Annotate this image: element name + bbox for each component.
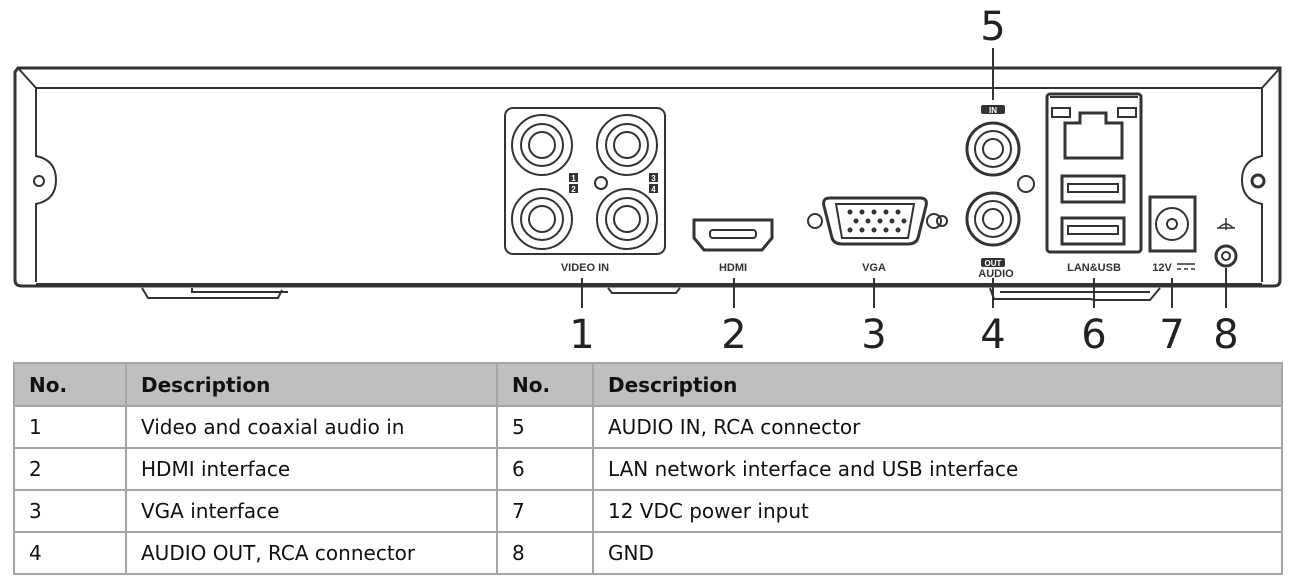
bnc-connector-3	[596, 114, 658, 176]
video-in-bnc-block	[504, 107, 666, 255]
bnc-tag-3: 3	[651, 174, 656, 183]
rj45-port	[1051, 107, 1137, 160]
header-description-left: Description	[125, 362, 498, 407]
vga-label: VGA	[862, 262, 886, 274]
table-header-row: No. Description No. Description	[13, 362, 1283, 407]
row-no: 2	[13, 447, 127, 491]
row-no: 5	[496, 405, 594, 449]
row-no: 8	[496, 531, 594, 575]
audio-out-rca	[965, 191, 1021, 247]
callout-5: 5	[980, 4, 1005, 50]
usb-port-1	[1060, 174, 1126, 204]
header-no-right: No.	[496, 362, 594, 407]
header-description-right: Description	[592, 362, 1283, 407]
video-in-label: VIDEO IN	[561, 262, 609, 274]
row-description: HDMI interface	[125, 447, 498, 491]
audio-in-rca	[965, 121, 1021, 177]
lan-usb-block	[1045, 92, 1143, 254]
bnc-connector-1	[511, 114, 573, 176]
left-foot	[141, 287, 288, 299]
right-screw-hole	[1250, 173, 1266, 189]
ground-icon	[1217, 218, 1235, 230]
callout-2: 2	[721, 312, 746, 358]
hdmi-label: HDMI	[719, 262, 747, 274]
right-foot	[989, 287, 1161, 301]
table-row: 4 AUDIO OUT, RCA connector 8 GND	[13, 531, 1283, 575]
audio-label: AUDIO	[978, 268, 1014, 280]
lan-usb-label: LAN&USB	[1067, 262, 1121, 274]
dc-symbol-icon	[1177, 263, 1195, 270]
bnc-tag-4: 4	[651, 185, 656, 194]
callout-8: 8	[1213, 312, 1238, 358]
row-no: 1	[13, 405, 127, 449]
rear-panel-diagram: 1 2 3 4 IN OUT VIDEO IN HDMI VGA AUDIO L…	[13, 4, 1282, 358]
left-screw-hole	[33, 175, 45, 187]
vga-pins	[847, 209, 907, 233]
table-row: 2 HDMI interface 6 LAN network interface…	[13, 447, 1283, 491]
row-no: 3	[13, 489, 127, 533]
dc-power-jack	[1148, 195, 1197, 253]
callout-6: 6	[1081, 312, 1106, 358]
row-description: AUDIO OUT, RCA connector	[125, 531, 498, 575]
callout-lines	[581, 48, 1227, 308]
bnc-tag-2: 2	[571, 185, 576, 194]
callout-1: 1	[569, 312, 594, 358]
middle-foot	[607, 287, 681, 294]
port-description-table: No. Description No. Description 1 Video …	[13, 362, 1283, 575]
header-no-left: No.	[13, 362, 127, 407]
table-row: 3 VGA interface 7 12 VDC power input	[13, 489, 1283, 533]
row-description: VGA interface	[125, 489, 498, 533]
callout-7: 7	[1159, 312, 1184, 358]
usb-port-2	[1060, 216, 1126, 246]
chassis	[13, 66, 1282, 288]
audio-out-tag: OUT	[985, 259, 1002, 268]
bnc-tag-1: 1	[571, 174, 576, 183]
power-label: 12V	[1152, 262, 1172, 274]
row-description: LAN network interface and USB interface	[592, 447, 1283, 491]
bnc-connector-4	[596, 188, 658, 250]
callout-3: 3	[861, 312, 886, 358]
table-row: 1 Video and coaxial audio in 5 AUDIO IN,…	[13, 405, 1283, 449]
row-description: 12 VDC power input	[592, 489, 1283, 533]
bnc-connector-2	[511, 188, 573, 250]
row-no: 7	[496, 489, 594, 533]
gnd-terminal	[1214, 244, 1238, 268]
row-description: AUDIO IN, RCA connector	[592, 405, 1283, 449]
audio-in-tag: IN	[989, 106, 997, 115]
callout-4: 4	[980, 312, 1005, 358]
row-no: 6	[496, 447, 594, 491]
hdmi-port	[692, 218, 774, 252]
vga-port	[807, 196, 942, 246]
row-no: 4	[13, 531, 127, 575]
row-description: Video and coaxial audio in	[125, 405, 498, 449]
row-description: GND	[592, 531, 1283, 575]
